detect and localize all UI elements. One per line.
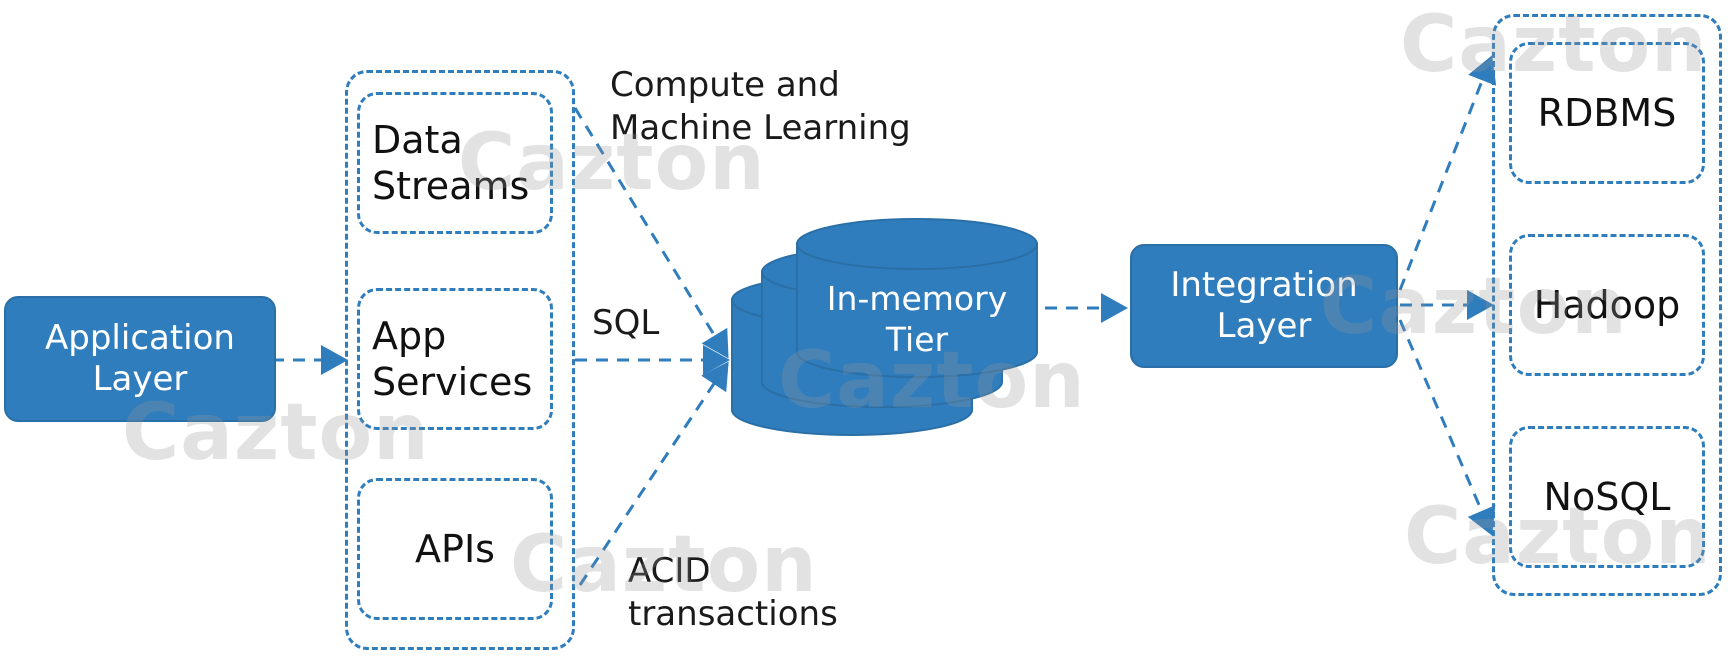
in-memory-tier-label: In-memory Tier — [826, 279, 1008, 360]
app-services-box: App Services — [357, 288, 553, 430]
acid-label: ACID transactions — [628, 551, 838, 634]
data-streams-box: Data Streams — [357, 92, 553, 234]
application-layer-box: Application Layer — [4, 296, 276, 422]
compute-label: Compute and Machine Learning — [610, 65, 911, 148]
stores-group — [1492, 14, 1722, 596]
integration-layer-box: Integration Layer — [1130, 244, 1398, 368]
hadoop-box: Hadoop — [1509, 234, 1705, 376]
database-cylinders-icon — [731, 218, 1038, 436]
arrow-acid — [578, 361, 729, 586]
arrow-compute — [573, 107, 729, 359]
rdbms-box: RDBMS — [1509, 42, 1705, 184]
sources-group — [345, 70, 575, 650]
arrow-to-rdbms — [1398, 55, 1497, 291]
apis-box: APIs — [357, 478, 553, 620]
nosql-box: NoSQL — [1509, 426, 1705, 568]
sql-label: SQL — [592, 303, 660, 343]
arrow-to-nosql — [1398, 319, 1496, 536]
